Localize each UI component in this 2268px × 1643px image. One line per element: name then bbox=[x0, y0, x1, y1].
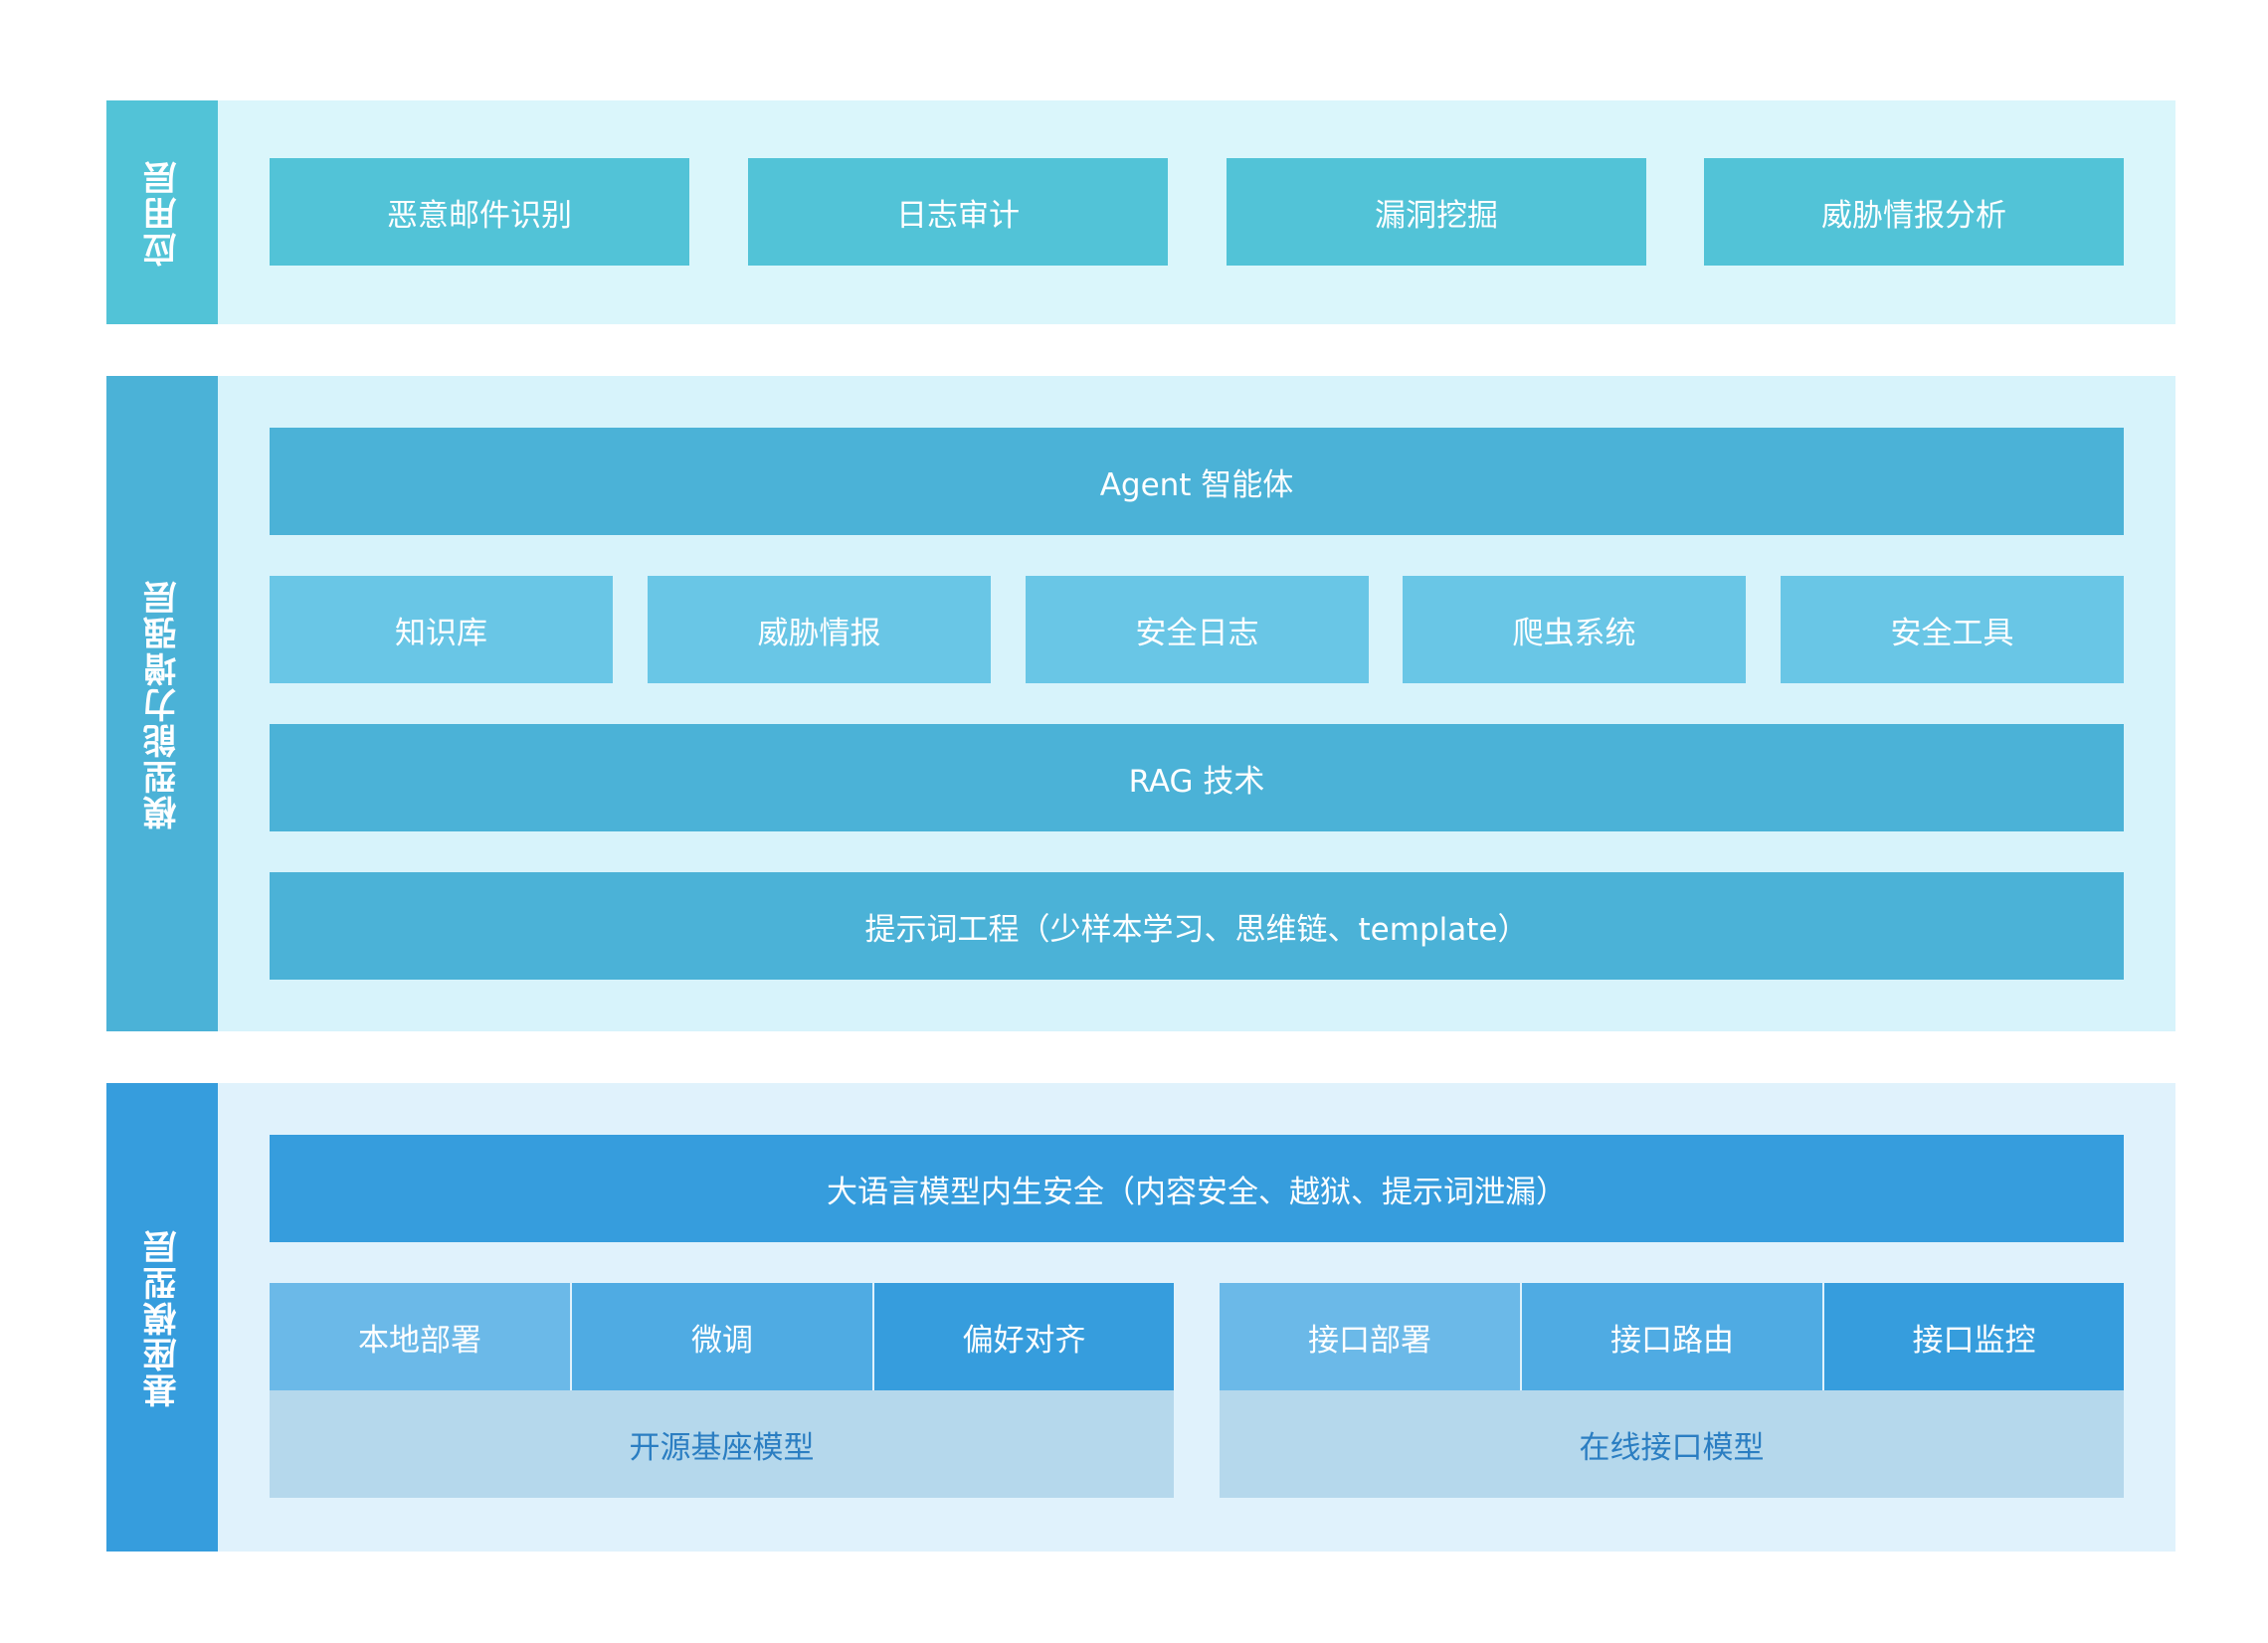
preference-alignment-cell: 偏好对齐 bbox=[874, 1283, 1174, 1390]
application-layer-label: 应用层 bbox=[106, 100, 218, 324]
app-item-log-audit: 日志审计 bbox=[748, 158, 1168, 266]
app-item-threat-intel-analysis: 威胁情报分析 bbox=[1704, 158, 2124, 266]
open-source-model-group: 本地部署 微调 偏好对齐 开源基座模型 bbox=[270, 1283, 1174, 1498]
open-source-model-label: 开源基座模型 bbox=[270, 1390, 1174, 1498]
api-monitoring-cell: 接口监控 bbox=[1824, 1283, 2124, 1390]
online-api-model-label: 在线接口模型 bbox=[1220, 1390, 2124, 1498]
base-model-layer: 基座模型层 大语言模型内生安全（内容安全、越狱、提示词泄漏） 本地部署 微调 偏… bbox=[106, 1083, 2175, 1552]
application-layer-body: 恶意邮件识别 日志审计 漏洞挖掘 威胁情报分析 bbox=[218, 100, 2175, 324]
application-layer-title: 应用层 bbox=[142, 158, 183, 267]
source-security-logs: 安全日志 bbox=[1026, 576, 1369, 683]
api-routing-cell: 接口路由 bbox=[1522, 1283, 1822, 1390]
base-model-layer-body: 大语言模型内生安全（内容安全、越狱、提示词泄漏） 本地部署 微调 偏好对齐 开源… bbox=[218, 1083, 2175, 1552]
app-item-vuln-mining: 漏洞挖掘 bbox=[1227, 158, 1646, 266]
fine-tune-cell: 微调 bbox=[572, 1283, 872, 1390]
enhancement-layer-body: Agent 智能体 知识库 威胁情报 安全日志 爬虫系统 安全工具 RAG 技术… bbox=[218, 376, 2175, 1031]
source-crawler-system: 爬虫系统 bbox=[1403, 576, 1746, 683]
api-deploy-cell: 接口部署 bbox=[1220, 1283, 1520, 1390]
enhancement-layer-label: 模型能力增强层 bbox=[106, 376, 218, 1031]
application-layer: 应用层 恶意邮件识别 日志审计 漏洞挖掘 威胁情报分析 bbox=[106, 100, 2175, 324]
source-threat-intel: 威胁情报 bbox=[648, 576, 991, 683]
rag-box: RAG 技术 bbox=[270, 724, 2124, 831]
enhancement-layer: 模型能力增强层 Agent 智能体 知识库 威胁情报 安全日志 爬虫系统 安全工… bbox=[106, 376, 2175, 1031]
agent-box: Agent 智能体 bbox=[270, 428, 2124, 535]
prompt-engineering-box: 提示词工程（少样本学习、思维链、template） bbox=[270, 872, 2124, 980]
base-model-layer-label: 基座模型层 bbox=[106, 1083, 218, 1552]
local-deploy-cell: 本地部署 bbox=[270, 1283, 570, 1390]
app-item-malicious-email: 恶意邮件识别 bbox=[270, 158, 689, 266]
online-api-model-group: 接口部署 接口路由 接口监控 在线接口模型 bbox=[1220, 1283, 2124, 1498]
intrinsic-security-box: 大语言模型内生安全（内容安全、越狱、提示词泄漏） bbox=[270, 1135, 2124, 1242]
source-security-tools: 安全工具 bbox=[1781, 576, 2124, 683]
source-knowledge-base: 知识库 bbox=[270, 576, 613, 683]
base-model-layer-title: 基座模型层 bbox=[142, 1227, 183, 1407]
enhancement-layer-title: 模型能力增强层 bbox=[142, 578, 183, 829]
